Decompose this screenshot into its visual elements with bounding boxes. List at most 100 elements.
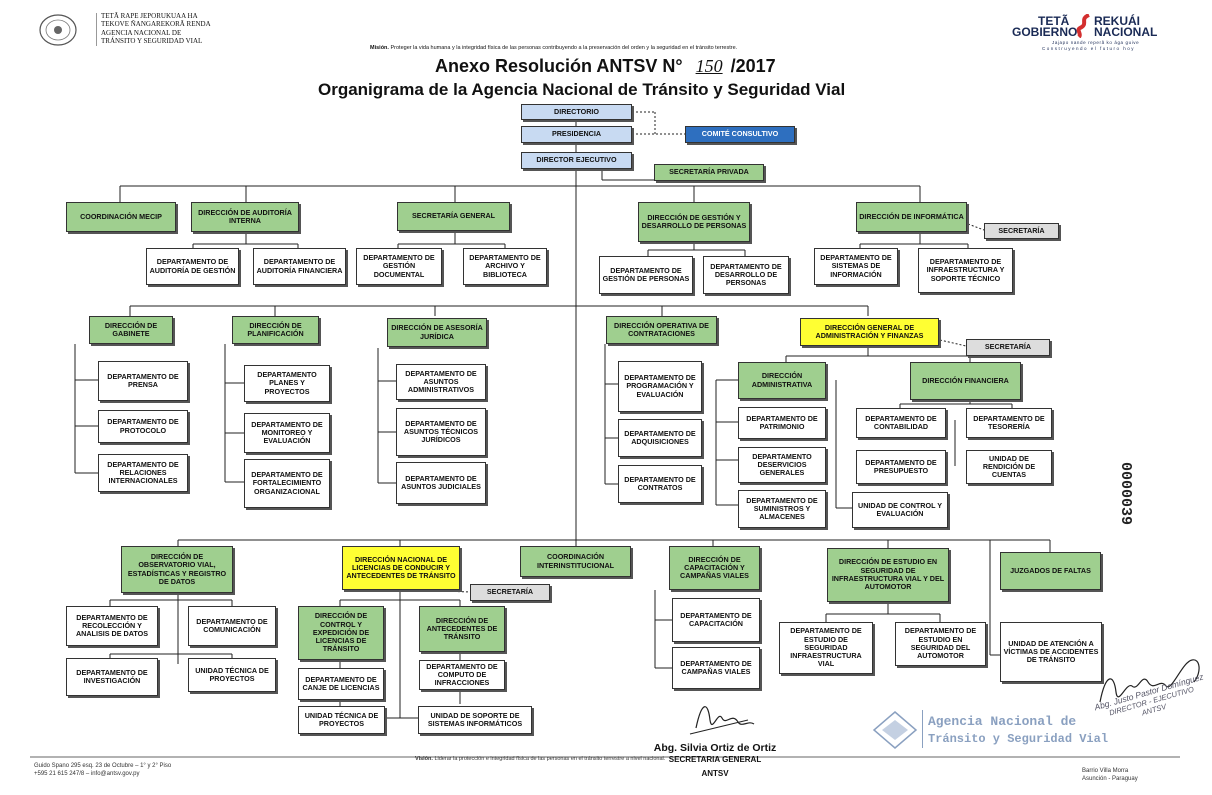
node-secretaria-informatica: SECRETARÍA — [984, 223, 1059, 239]
agency-watermark-stamp: Agencia Nacional de Tránsito y Seguridad… — [872, 708, 1108, 754]
node-secretaria-licencias: SECRETARÍA — [470, 584, 550, 601]
node-dep-relaciones: DEPARTAMENTO DE RELACIONES INTERNACIONAL… — [98, 454, 188, 492]
vision-statement: Visión. Liderar la protección e integrid… — [415, 756, 795, 763]
footer-address: Guido Spano 295 esq. 23 de Octubre – 1° … — [34, 763, 274, 779]
institution-line-3: AGENCIA NACIONAL DE — [101, 29, 182, 38]
stamp-divider — [922, 710, 923, 748]
node-unidad-atencion: UNIDAD DE ATENCIÓN A VÍCTIMAS DE ACCIDEN… — [1000, 622, 1102, 682]
node-dir-asesoria: DIRECCIÓN DE ASESORÍA JURÍDICA — [387, 318, 487, 347]
agency-diamond-icon — [872, 711, 918, 749]
signer-block: Abg. Silvia Ortiz de Ortiz SECRETARIA GE… — [630, 742, 800, 778]
footer-location: Barrio Villa Morra Asunción - Paraguay — [1082, 768, 1182, 784]
resolution-number: 150 — [695, 56, 723, 76]
node-dir-auditoria: DIRECCIÓN DE AUDITORÍA INTERNA — [191, 202, 299, 232]
signer-role: SECRETARIA GENERAL — [668, 755, 762, 764]
node-dep-computo: DEPARTAMENTO DE COMPUTO DE INFRACCIONES — [419, 660, 505, 690]
signature-silvia — [688, 690, 758, 745]
page-subtitle: Organigrama de la Agencia Nacional de Tr… — [318, 80, 846, 99]
node-coord-interinstitucional: COORDINACIÓN INTERINSTITUCIONAL — [520, 546, 631, 577]
node-dep-estudio-automotor: DEPARTAMENTO DE ESTUDIO EN SEGURIDAD DEL… — [895, 622, 986, 666]
address-line-1: Guido Spano 295 esq. 23 de Octubre – 1° … — [34, 763, 172, 769]
node-dep-asuntos-tecnicos: DEPARTAMENTO DE ASUNTOS TÉCNICOS JURÍDIC… — [396, 408, 486, 456]
node-dir-informatica: DIRECCIÓN DE INFORMÁTICA — [856, 202, 967, 232]
node-dep-prensa: DEPARTAMENTO DE PRENSA — [98, 361, 188, 401]
node-unidad-control: UNIDAD DE CONTROL Y EVALUACIÓN — [852, 492, 948, 528]
node-dir-capacitacion: DIRECCIÓN DE CAPACITACIÓN Y CAMPAÑAS VIA… — [669, 546, 760, 590]
national-seal-icon — [38, 13, 78, 47]
node-dir-antecedentes: DIRECCIÓN DE ANTECEDENTES DE TRÁNSITO — [419, 606, 505, 652]
node-unidad-tecnica-proyectos: UNIDAD TÉCNICA DE PROYECTOS — [188, 658, 276, 692]
node-directorio: DIRECTORIO — [521, 104, 632, 120]
page-number-stamp: 0000039 — [1117, 462, 1134, 526]
node-presidencia: PRESIDENCIA — [521, 126, 632, 143]
node-unidad-rendicion: UNIDAD DE RENDICIÓN DE CUENTAS — [966, 450, 1052, 484]
node-dep-programacion: DEPARTAMENTO DE PROGRAMACIÓN Y EVALUACIÓ… — [618, 361, 702, 412]
stamp-line-1: Agencia Nacional de — [928, 714, 1077, 729]
node-dep-gestion-personas: DEPARTAMENTO DE GESTIÓN DE PERSONAS — [599, 256, 693, 294]
address-line-2: +595 21 615 247/8 – info@antsv.gov.py — [34, 770, 140, 777]
node-dep-fortalecimiento: DEPARTAMENTO DE FORTALECIMIENTO ORGANIZA… — [244, 459, 330, 508]
gov-logo-gobierno: GOBIERNO — [1012, 25, 1078, 39]
node-dep-monitoreo: DEPARTAMENTO DE MONITOREO Y EVALUACIÓN — [244, 413, 330, 453]
node-dep-presupuesto: DEPARTAMENTO DE PRESUPUESTO — [856, 450, 946, 484]
node-director-ejecutivo: DIRECTOR EJECUTIVO — [521, 152, 632, 169]
stamp-line-2: Tránsito y Seguridad Vial — [928, 732, 1109, 746]
node-dep-asuntos-admin: DEPARTAMENTO DE ASUNTOS ADMINISTRATIVOS — [396, 364, 486, 400]
node-dep-comunicacion: DEPARTAMENTO DE COMUNICACIÓN — [188, 606, 276, 646]
node-coordinacion-mecip: COORDINACIÓN MECIP — [66, 202, 176, 232]
gov-logo-mark-icon — [1076, 13, 1092, 43]
node-dir-contrataciones: DIRECCIÓN OPERATIVA DE CONTRATACIONES — [606, 316, 717, 344]
page-title: Anexo Resolución ANTSV N° 150/2017 — [435, 56, 776, 77]
node-dir-gabinete: DIRECCIÓN DE GABINETE — [89, 316, 173, 344]
node-dir-licencias: DIRECCIÓN NACIONAL DE LICENCIAS DE CONDU… — [342, 546, 460, 590]
vision-text: Liderar la protección e integridad físic… — [434, 756, 666, 762]
node-dep-sistemas: DEPARTAMENTO DE SISTEMAS DE INFORMACIÓN — [814, 248, 898, 285]
node-dir-estudio: DIRECCIÓN DE ESTUDIO EN SEGURIDAD DE INF… — [827, 548, 949, 602]
institution-line-4: TRÁNSITO Y SEGURIDAD VIAL — [101, 37, 203, 46]
location-line-1: Barrio Villa Morra — [1082, 768, 1129, 774]
gov-logo-nacional: NACIONAL — [1094, 25, 1158, 39]
signer-name: Abg. Silvia Ortiz de Ortiz — [653, 742, 777, 754]
mission-label: Misión. — [370, 45, 389, 51]
mission-statement: Misión. Proteger la vida humana y la int… — [370, 45, 890, 51]
node-juzgados: JUZGADOS DE FALTAS — [1000, 552, 1101, 590]
institution-line-2: TEKOVE ÑANGAREKORÃ RENDA — [101, 19, 211, 28]
institution-name: TETÃ RAPE JEPORUKUAA HA TEKOVE ÑANGAREKO… — [96, 12, 251, 46]
node-dep-adquisiciones: DEPARTAMENTO DE ADQUISICIONES — [618, 419, 702, 457]
gov-logo-rekuai: REKUÁI — [1094, 14, 1141, 28]
node-dep-patrimonio: DEPARTAMENTO DE PATRIMONIO — [738, 407, 826, 439]
node-dep-campanas: DEPARTAMENTO DE CAMPAÑAS VIALES — [672, 647, 760, 689]
node-dir-planificacion: DIRECCIÓN DE PLANIFICACIÓN — [232, 316, 319, 344]
node-dir-observatorio: DIRECCIÓN DE OBSERVATORIO VIAL, ESTADÍST… — [121, 546, 233, 593]
node-dir-gral-admin: DIRECCIÓN GENERAL DE ADMINISTRACIÓN Y FI… — [800, 318, 939, 346]
node-dep-capacitacion: DEPARTAMENTO DE CAPACITACIÓN — [672, 598, 760, 642]
node-dep-contabilidad: DEPARTAMENTO DE CONTABILIDAD — [856, 408, 946, 438]
institution-line-1: TETÃ RAPE JEPORUKUAA HA — [101, 12, 198, 20]
node-secretaria-privada: SECRETARÍA PRIVADA — [654, 164, 764, 181]
mission-text: Proteger la vida humana y la integridad … — [390, 45, 738, 51]
node-dir-gestion-personas: DIRECCIÓN DE GESTIÓN Y DESARROLLO DE PER… — [638, 202, 750, 242]
signature-director — [1096, 652, 1206, 717]
node-dep-protocolo: DEPARTAMENTO DE PROTOCOLO — [98, 410, 188, 443]
signer-org: ANTSV — [701, 769, 729, 778]
location-line-2: Asunción - Paraguay — [1082, 775, 1138, 782]
node-secretaria-admin: SECRETARÍA — [966, 339, 1050, 356]
gov-tagline-1: Jajapo nande reperã ko ága guive — [1052, 40, 1140, 45]
node-dep-recoleccion: DEPARTAMENTO DE RECOLECCIÓN Y ANALISIS D… — [66, 606, 158, 646]
node-dep-asuntos-judiciales: DEPARTAMENTO DE ASUNTOS JUDICIALES — [396, 462, 486, 504]
title-prefix: Anexo Resolución ANTSV N° — [435, 56, 683, 76]
gov-logo-teta: TETÃ — [1038, 14, 1070, 28]
node-dep-auditoria-financiera: DEPARTAMENTO DE AUDITORÍA FINANCIERA — [253, 248, 346, 285]
gobierno-nacional-logo: TETÃ REKUÁI GOBIERNO NACIONAL Jajapo nan… — [1012, 13, 1172, 54]
node-dep-auditoria-gestion: DEPARTAMENTO DE AUDITORÍA DE GESTIÓN — [146, 248, 239, 285]
node-unidad-tecnica-proyectos-2: UNIDAD TÉCNICA DE PROYECTOS — [298, 706, 385, 734]
node-dep-gestion-documental: DEPARTAMENTO DE GESTIÓN DOCUMENTAL — [356, 248, 442, 285]
node-dep-desarrollo-personas: DEPARTAMENTO DE DESARROLLO DE PERSONAS — [703, 256, 789, 294]
node-dep-planes: DEPARTAMENTO PLANES Y PROYECTOS — [244, 365, 330, 402]
node-dir-administrativa: DIRECCIÓN ADMINISTRATIVA — [738, 362, 826, 399]
node-dep-servicios: DEPARTAMENTO DESERVICIOS GENERALES — [738, 447, 826, 483]
node-dep-contratos: DEPARTAMENTO DE CONTRATOS — [618, 465, 702, 503]
vision-label: Visión. — [415, 756, 433, 762]
node-dep-infraestructura: DEPARTAMENTO DE INFRAESTRUCTURA Y SOPORT… — [918, 248, 1013, 293]
